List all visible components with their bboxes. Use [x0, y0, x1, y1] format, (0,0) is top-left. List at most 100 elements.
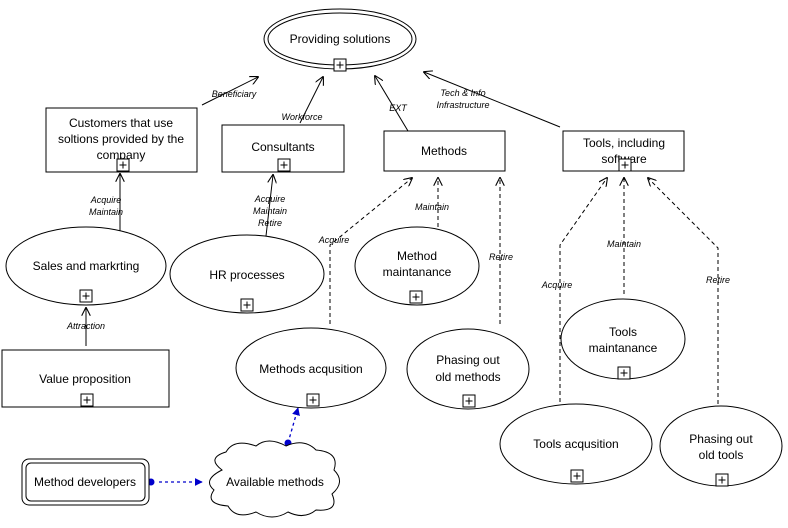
- edge-label-tools-acquire: Acquire: [541, 280, 573, 290]
- edge-phasing-tools-to-tools: [648, 178, 719, 404]
- node-label: Consultants: [251, 140, 314, 154]
- label-line: Workforce: [281, 112, 322, 122]
- expand-icon[interactable]: [306, 393, 320, 407]
- label-line: Acquire: [254, 194, 286, 204]
- node-label: Customers that use soltions provided by t…: [58, 116, 184, 162]
- label-line: Acquire: [318, 235, 350, 245]
- node-label: Sales and markrting: [33, 259, 140, 273]
- label-line: soltions provided by the: [58, 132, 184, 146]
- edge-label-methods-acquire: Acquire: [318, 235, 350, 245]
- edge-customers-to-providing: [201, 77, 258, 106]
- node-consultants[interactable]: Consultants: [221, 124, 345, 173]
- edge-label-tools-maintain: Maintain: [607, 239, 641, 249]
- edge-tools-to-providing: [424, 72, 561, 128]
- expand-icon[interactable]: [333, 58, 347, 72]
- label-line: Customers that use: [69, 116, 173, 130]
- node-tools-acquisition[interactable]: Tools acqusition: [499, 403, 653, 485]
- edge-consultants-to-providing: [299, 77, 323, 124]
- label-line: Attraction: [66, 321, 105, 331]
- label-line: maintanance: [383, 265, 452, 279]
- edge-label-beneficiary: Beneficiary: [212, 89, 257, 99]
- edge-label-workforce: Workforce: [281, 112, 322, 122]
- label-line: Consultants: [251, 140, 314, 154]
- label-line: Method developers: [34, 475, 136, 489]
- node-label: Phasing out old tools: [689, 432, 753, 462]
- expand-icon[interactable]: [79, 289, 93, 303]
- edge-label-attraction: Attraction: [66, 321, 105, 331]
- expand-icon[interactable]: [570, 469, 584, 483]
- node-value-proposition[interactable]: Value proposition: [1, 349, 170, 408]
- label-line: old methods: [435, 370, 500, 384]
- label-line: Tech & Info: [440, 88, 485, 98]
- expand-icon[interactable]: [715, 473, 729, 487]
- label-line: maintanance: [589, 341, 658, 355]
- edge-tools-acq-to-tools: [559, 178, 607, 402]
- node-label: Tools maintanance: [589, 325, 658, 355]
- node-method-developers[interactable]: Method developers: [21, 458, 150, 506]
- node-hr-processes[interactable]: HR processes: [169, 234, 325, 314]
- expand-icon[interactable]: [618, 158, 632, 172]
- edge-label-ext: EXT: [389, 103, 408, 113]
- node-customers[interactable]: Customers that use soltions provided by t…: [45, 107, 198, 173]
- label-line: Maintain: [607, 239, 641, 249]
- label-line: Retire: [706, 275, 730, 285]
- label-line: Maintain: [89, 207, 123, 217]
- expand-icon[interactable]: [462, 394, 476, 408]
- node-label: Providing solutions: [290, 32, 391, 46]
- label-line: HR processes: [209, 268, 284, 282]
- label-line: Phasing out: [436, 353, 500, 367]
- label-line: Tools: [609, 325, 637, 339]
- label-line: Available methods: [226, 475, 324, 489]
- expand-icon[interactable]: [80, 393, 94, 407]
- label-line: Beneficiary: [212, 89, 257, 99]
- node-label: Methods acqusition: [259, 362, 362, 376]
- edge-hr-to-consultants: [265, 175, 273, 237]
- label-line: Providing solutions: [290, 32, 391, 46]
- expand-icon[interactable]: [617, 366, 631, 380]
- label-line: Acquire: [541, 280, 573, 290]
- label-line: Retire: [258, 218, 282, 228]
- expand-icon[interactable]: [240, 298, 254, 312]
- label-line: Maintain: [415, 202, 449, 212]
- label-line: Infrastructure: [436, 100, 489, 110]
- node-method-maintenance[interactable]: Method maintanance: [354, 226, 480, 306]
- edge-available-to-acquisition: [287, 407, 300, 444]
- node-phasing-out-old-tools[interactable]: Phasing out old tools: [659, 405, 783, 487]
- node-tools-maintenance[interactable]: Tools maintanance: [560, 298, 686, 380]
- node-tools[interactable]: Tools, includingsoftware: [562, 130, 685, 172]
- label-line: company: [97, 148, 146, 162]
- edge-label-methods-retire: Retire: [489, 252, 513, 262]
- node-methods[interactable]: Methods: [383, 130, 506, 172]
- node-label: Methods: [421, 144, 467, 158]
- expand-icon[interactable]: [277, 158, 291, 172]
- label-line: EXT: [389, 103, 408, 113]
- node-label: Available methods: [226, 475, 324, 489]
- label-line: Retire: [489, 252, 513, 262]
- label-line: Tools, including: [583, 136, 665, 150]
- label-line: old tools: [699, 448, 744, 462]
- node-available-methods[interactable]: Available methods: [209, 440, 340, 518]
- label-line: Sales and markrting: [33, 259, 140, 273]
- node-sales-and-marketing[interactable]: Sales and markrting: [5, 226, 167, 306]
- node-phasing-out-old-methods[interactable]: Phasing out old methods: [406, 328, 530, 410]
- label-line: Tools acqusition: [533, 437, 618, 451]
- label-line: Method: [397, 249, 437, 263]
- edge-methods-acq-to-methods: [329, 178, 412, 324]
- expand-icon[interactable]: [409, 290, 423, 304]
- edge-methods-to-providing: [375, 76, 409, 132]
- node-label: Method developers: [34, 475, 136, 489]
- node-methods-acquisition[interactable]: Methods acqusition: [235, 327, 387, 409]
- cloud-shape: [209, 440, 340, 518]
- node-providing-solutions[interactable]: Providing solutions: [263, 8, 417, 72]
- edge-label-tools-retire: Retire: [706, 275, 730, 285]
- label-line: Maintain: [253, 206, 287, 216]
- node-label: Value proposition: [39, 372, 131, 386]
- expand-icon[interactable]: [116, 158, 130, 172]
- label-line: Phasing out: [689, 432, 753, 446]
- label-line: Methods acqusition: [259, 362, 362, 376]
